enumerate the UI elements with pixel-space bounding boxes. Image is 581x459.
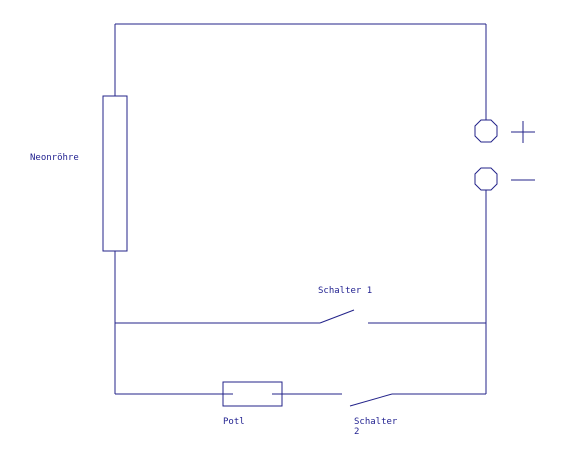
switch2-label-line1: Schalter [354, 417, 398, 427]
poti-label: Potl [223, 417, 245, 427]
switch1-label: Schalter 1 [318, 286, 373, 296]
switch2-blade [349, 393, 393, 407]
switch2-label-line2: 2 [354, 427, 360, 437]
plus-terminal-symbol [474, 119, 498, 143]
minus-terminal-symbol [474, 167, 498, 191]
neon-tube-symbol [102, 95, 128, 252]
switch1-blade [319, 309, 355, 324]
neon-tube-label: Neonröhre [30, 153, 79, 163]
